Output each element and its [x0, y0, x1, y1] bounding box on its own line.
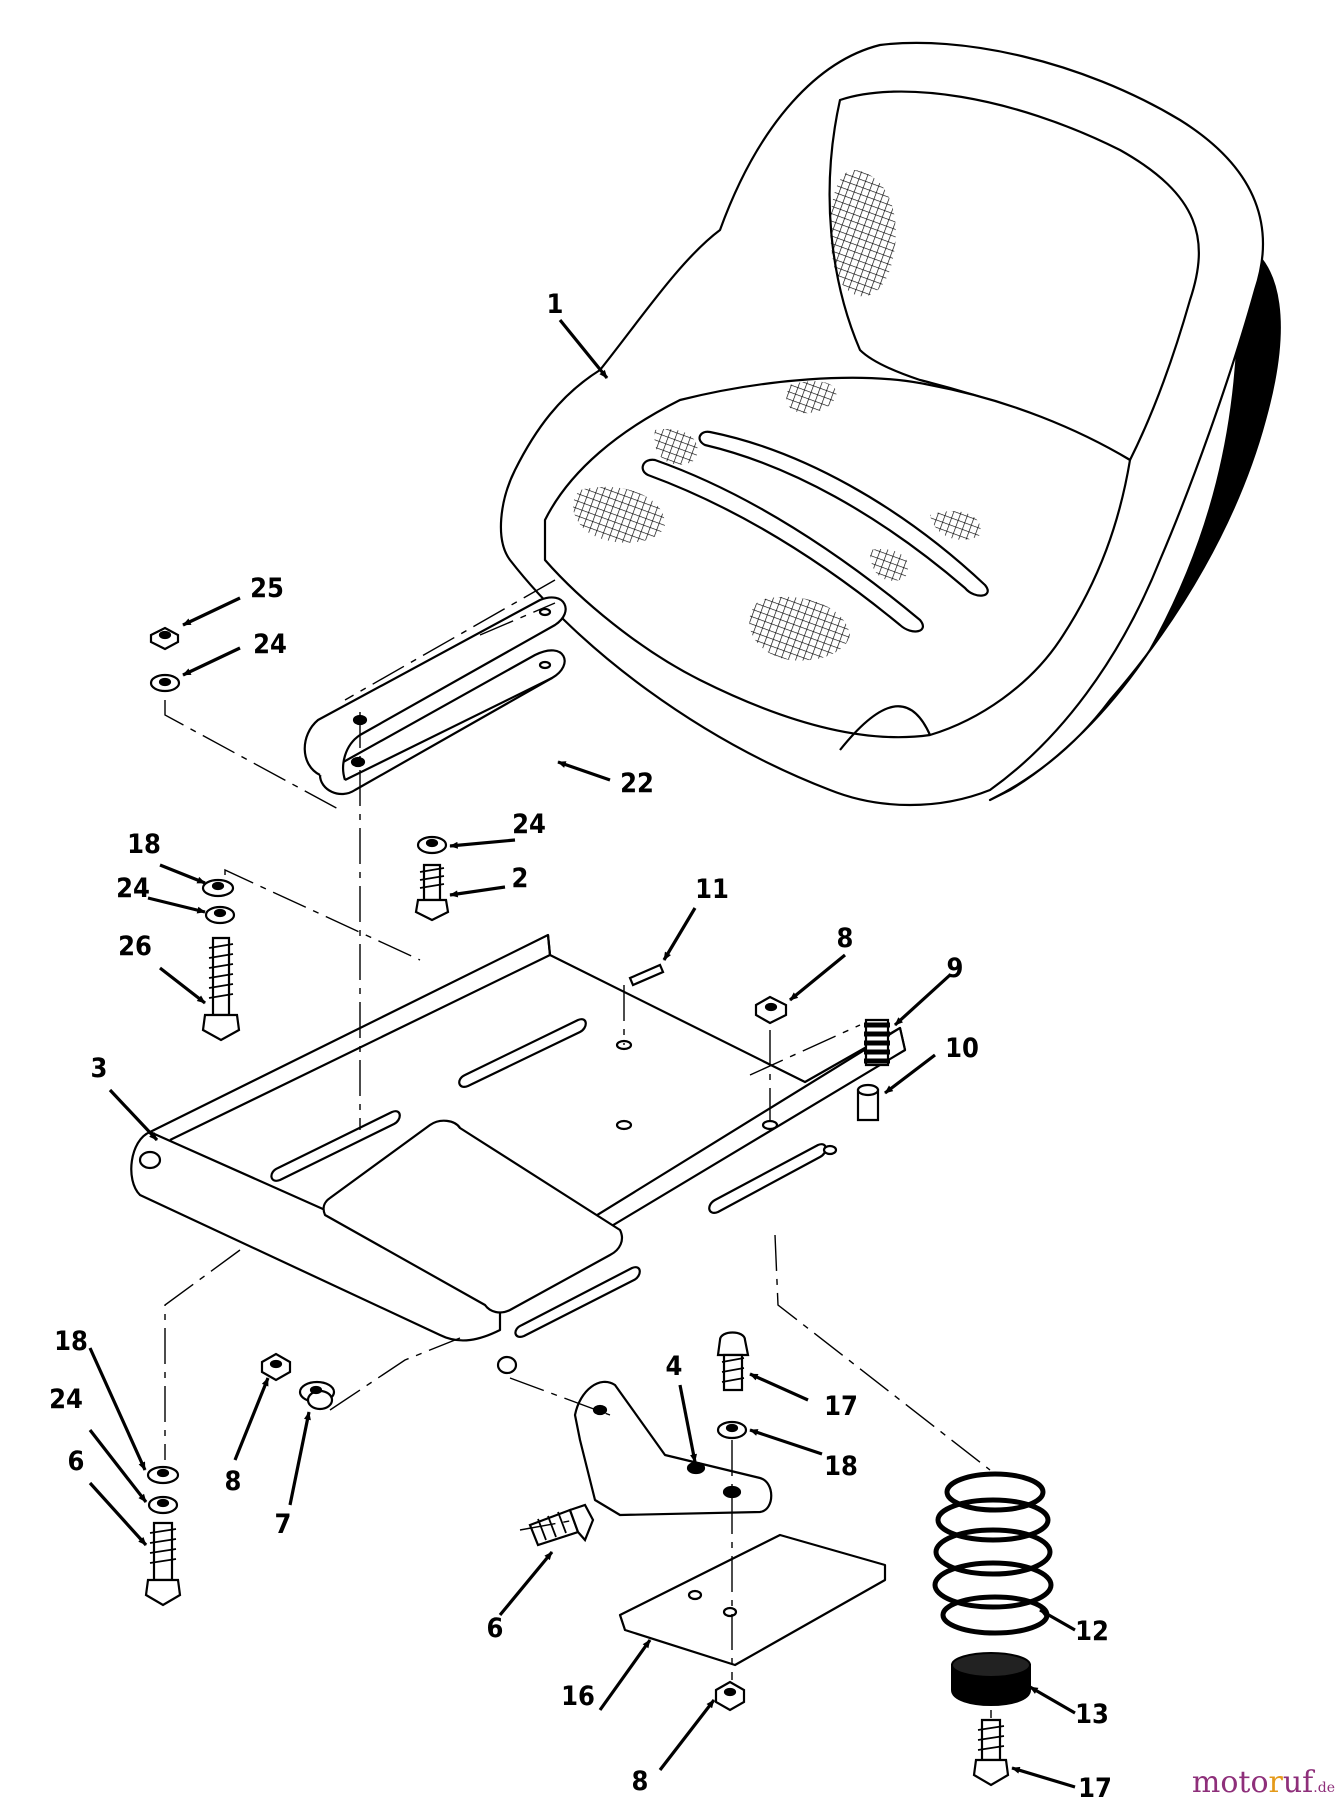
watermark-tld: .de — [1313, 1780, 1335, 1796]
alignment-lines — [164, 579, 992, 1718]
callout-26: 26 — [118, 931, 152, 962]
callout-17: 17 — [1078, 1773, 1112, 1800]
callout-4: 4 — [666, 1351, 683, 1382]
seat-backrest-panel — [828, 90, 1200, 462]
watermark-rest: uf — [1282, 1765, 1314, 1800]
hardware — [144, 626, 1010, 1787]
callout-1: 1 — [547, 289, 564, 320]
seat-groove-left — [641, 458, 924, 633]
callout-13: 13 — [1075, 1699, 1109, 1730]
callout-11: 11 — [695, 874, 729, 905]
callout-9: 9 — [947, 953, 964, 984]
callout-18: 18 — [127, 829, 161, 860]
plate — [618, 1533, 887, 1667]
spring — [932, 1471, 1054, 1636]
callout-24: 24 — [253, 629, 287, 660]
seat-pan — [130, 933, 907, 1375]
callout-2: 2 — [512, 863, 529, 894]
seat-mesh-b — [654, 429, 698, 465]
watermark: motoruf.de — [1192, 1768, 1335, 1798]
callout-24: 24 — [512, 809, 546, 840]
callout-8: 8 — [837, 923, 854, 954]
callout-12: 12 — [1075, 1616, 1109, 1647]
leader-arrows — [88, 318, 1076, 1789]
seat — [499, 41, 1281, 807]
mounting-bracket — [303, 596, 567, 796]
callout-25: 25 — [250, 573, 284, 604]
callout-7: 7 — [275, 1509, 292, 1540]
seat-mesh-f — [749, 596, 850, 661]
spring-bracket — [573, 1380, 773, 1517]
callout-24: 24 — [116, 873, 150, 904]
callout-17: 17 — [824, 1391, 858, 1422]
seat-groove-right — [698, 430, 989, 597]
callout-18: 18 — [824, 1451, 858, 1482]
callout-18: 18 — [54, 1326, 88, 1357]
callout-8: 8 — [632, 1766, 649, 1797]
seat-mesh-e — [870, 549, 909, 581]
callout-6: 6 — [487, 1613, 504, 1644]
callout-24: 24 — [49, 1384, 83, 1415]
bumper — [951, 1652, 1031, 1706]
seat-mesh-back — [830, 170, 896, 297]
callout-8: 8 — [225, 1466, 242, 1497]
callout-22: 22 — [620, 768, 654, 799]
seat-mesh-a — [786, 381, 837, 414]
callout-10: 10 — [945, 1033, 979, 1064]
watermark-main: moto — [1191, 1765, 1269, 1800]
seat-mesh-d — [930, 511, 981, 540]
seat-seam — [839, 705, 932, 751]
callout-3: 3 — [91, 1053, 108, 1084]
watermark-accent: r — [1268, 1765, 1283, 1800]
callout-16: 16 — [561, 1681, 595, 1712]
callout-6: 6 — [68, 1446, 85, 1477]
callout-labels: 1 25 24 22 24 2 18 24 26 11 8 9 10 3 18 … — [49, 289, 1112, 1800]
seat-mesh-c — [573, 486, 665, 543]
